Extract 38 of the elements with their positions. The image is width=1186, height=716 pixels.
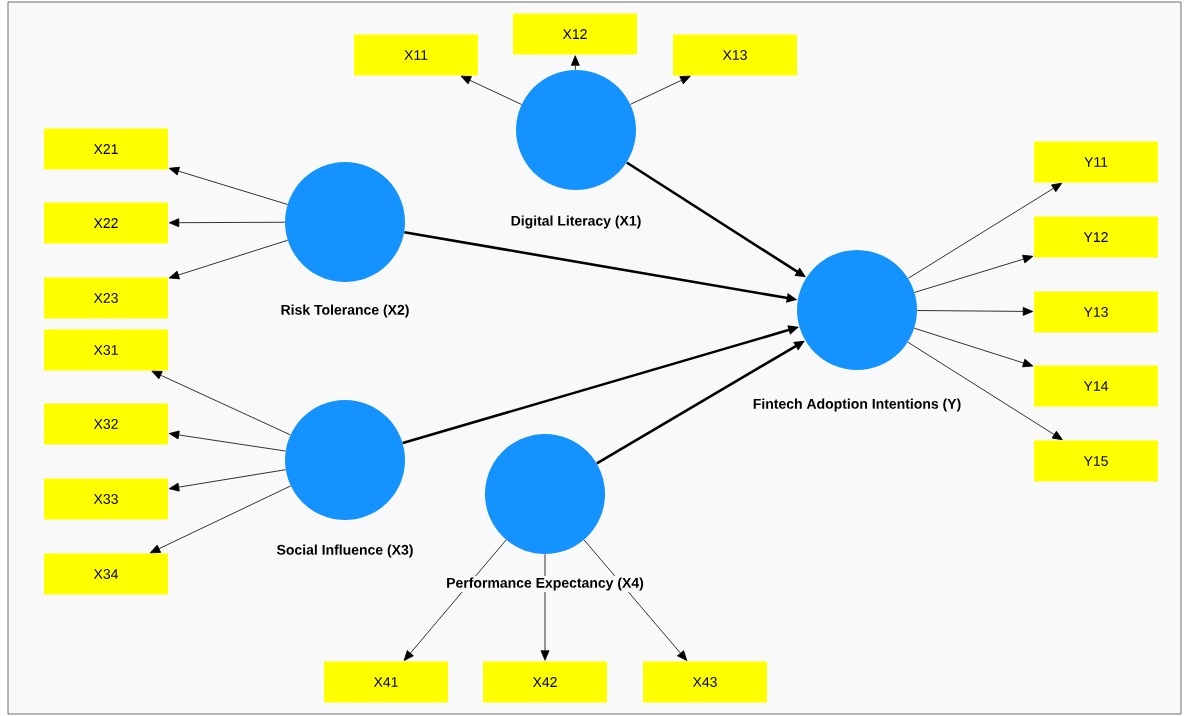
arrow bbox=[460, 75, 522, 105]
arrow bbox=[168, 239, 289, 280]
indicator-box: X33 bbox=[44, 478, 168, 520]
arrow bbox=[168, 218, 286, 228]
latent-circle bbox=[516, 70, 636, 190]
indicator-box: X43 bbox=[643, 661, 767, 703]
indicator-box: Y14 bbox=[1034, 365, 1158, 407]
arrow bbox=[907, 182, 1063, 279]
indicator-box: X42 bbox=[483, 661, 607, 703]
latent-circle bbox=[285, 400, 405, 520]
indicator-box: X21 bbox=[44, 128, 168, 170]
arrow bbox=[916, 307, 1034, 316]
latent-circle bbox=[285, 162, 405, 282]
indicator-box: X31 bbox=[44, 329, 168, 371]
arrow bbox=[168, 166, 288, 205]
arrow bbox=[907, 341, 1063, 441]
indicator-box: X41 bbox=[324, 661, 448, 703]
arrow bbox=[149, 485, 292, 554]
arrow bbox=[570, 55, 580, 71]
latent-circle bbox=[485, 434, 605, 554]
indicator-box: X23 bbox=[44, 277, 168, 319]
arrow bbox=[168, 469, 286, 492]
arrow bbox=[151, 370, 291, 436]
arrow bbox=[168, 430, 286, 452]
indicator-box: X11 bbox=[354, 34, 478, 76]
indicator-box: X13 bbox=[673, 34, 797, 76]
indicator-box: X22 bbox=[44, 202, 168, 244]
indicator-box: Y12 bbox=[1034, 216, 1158, 258]
indicator-box: Y11 bbox=[1034, 141, 1158, 183]
indicator-box: X12 bbox=[513, 13, 637, 55]
latent-circle bbox=[797, 250, 917, 370]
indicator-box: Y13 bbox=[1034, 291, 1158, 333]
indicator-box: X32 bbox=[44, 403, 168, 445]
indicator-box: Y15 bbox=[1034, 440, 1158, 482]
arrow bbox=[913, 327, 1034, 368]
arrow bbox=[630, 75, 691, 105]
indicator-box: X34 bbox=[44, 553, 168, 595]
arrow bbox=[914, 254, 1034, 293]
